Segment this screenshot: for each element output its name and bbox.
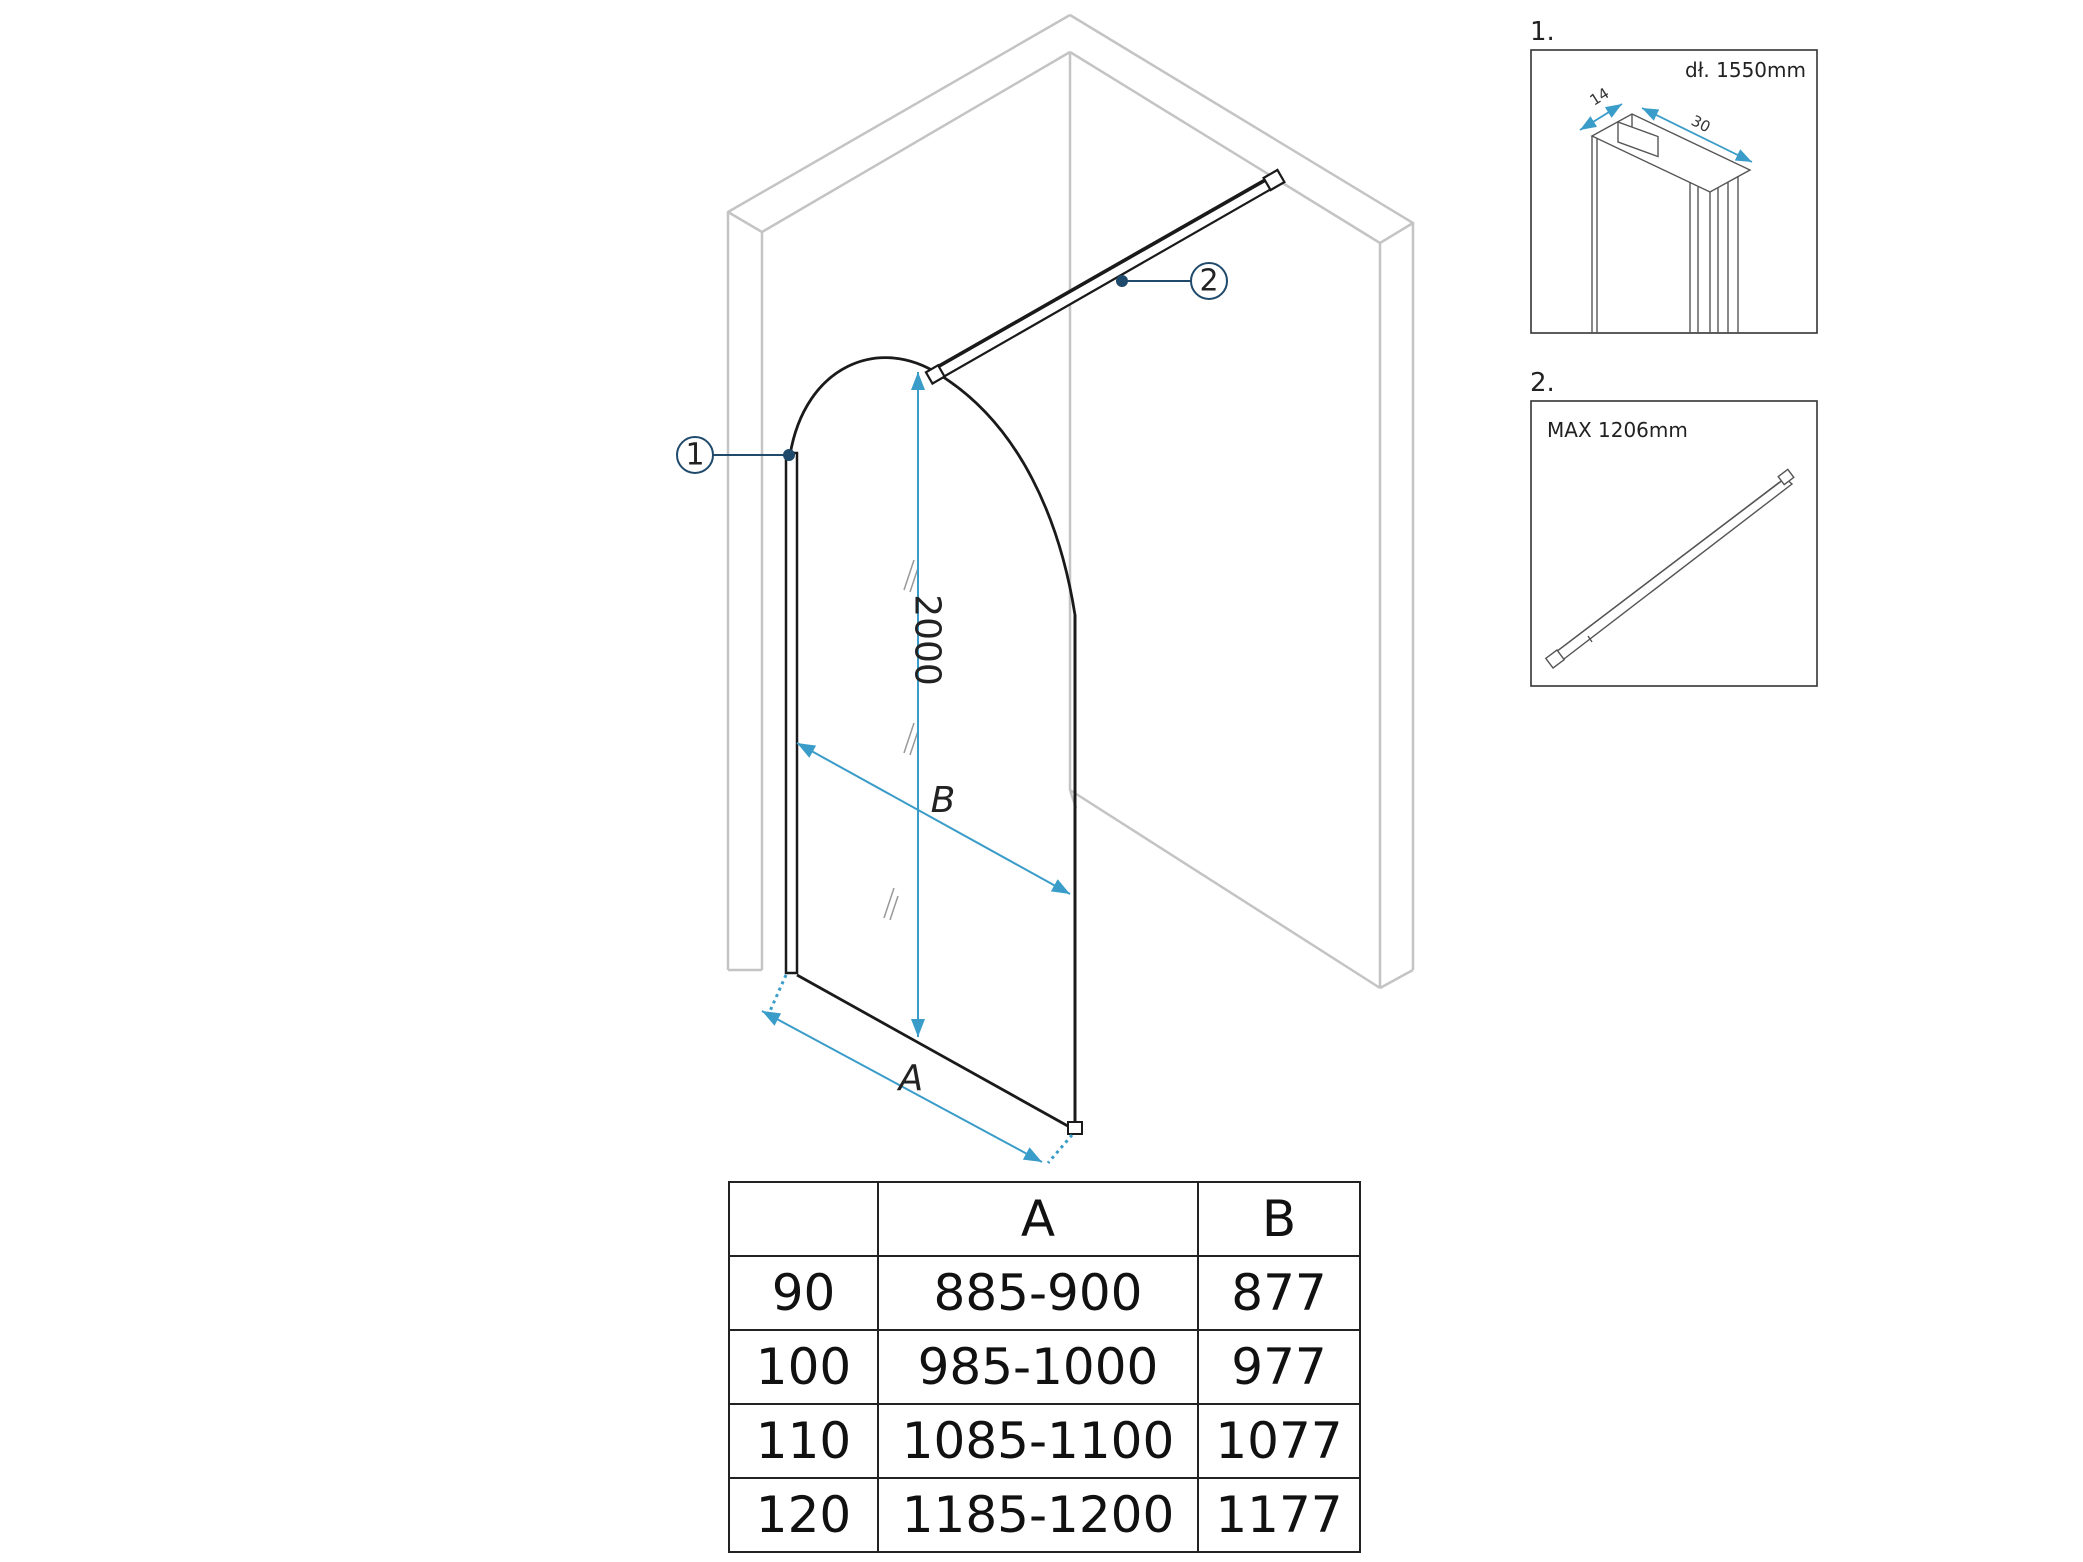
glass-panel [788,356,1077,1132]
table-cell: 120 [728,1477,879,1553]
height-dimension-label: 2000 [907,594,948,686]
table-row: 120 1185-1200 1177 [728,1477,1361,1553]
detail-2-number: 2. [1530,368,1555,398]
a-dimension-label: A [897,1058,924,1099]
size-table: A B 90 885-900 877 100 985-1000 977 110 … [728,1181,1361,1553]
callout-1: 1 [676,436,795,474]
table-cell: 110 [728,1403,879,1479]
table-cell: 977 [1197,1329,1361,1405]
detail-1-width-dim [1641,107,1753,163]
table-cell: 1077 [1197,1403,1361,1479]
callout-2-number: 2 [1199,264,1218,299]
table-row: 110 1085-1100 1077 [728,1403,1361,1479]
table-row: 100 985-1000 977 [728,1329,1361,1405]
dimension-lines [761,372,1074,1164]
callout-1-number: 1 [685,438,704,473]
table-header-row: A B [728,1181,1361,1257]
b-dimension-label: B [931,780,956,821]
table-cell: 1085-1100 [877,1403,1199,1479]
table-cell: 1177 [1197,1477,1361,1553]
table-header-cell [728,1181,879,1257]
table-header-cell: B [1197,1181,1361,1257]
table-cell: 1185-1200 [877,1477,1199,1553]
table-cell: 100 [728,1329,879,1405]
table-row: 90 885-900 877 [728,1255,1361,1331]
a-dimension-line [761,1010,1043,1163]
detail-2-caption: MAX 1206mm [1547,418,1688,442]
detail-2: 2. MAX 1206mm [1530,368,1818,687]
table-cell: 90 [728,1255,879,1331]
table-cell: 985-1000 [877,1329,1199,1405]
b-dimension-line [796,742,1071,895]
detail-1-number: 1. [1530,17,1555,47]
detail-1: 1. dł. 1550mm 14 30 [1530,17,1818,334]
wall-profile [784,451,799,975]
table-header-cell: A [877,1181,1199,1257]
floor-bracket [1067,1121,1083,1135]
table-cell: 885-900 [877,1255,1199,1331]
detail-1-depth-dim [1579,103,1623,131]
detail-1-caption: dł. 1550mm [1685,58,1806,82]
stabilizer-bar [924,168,1286,386]
callout-2: 2 [1116,262,1228,300]
wall-corner [726,13,1415,990]
table-cell: 877 [1197,1255,1361,1331]
